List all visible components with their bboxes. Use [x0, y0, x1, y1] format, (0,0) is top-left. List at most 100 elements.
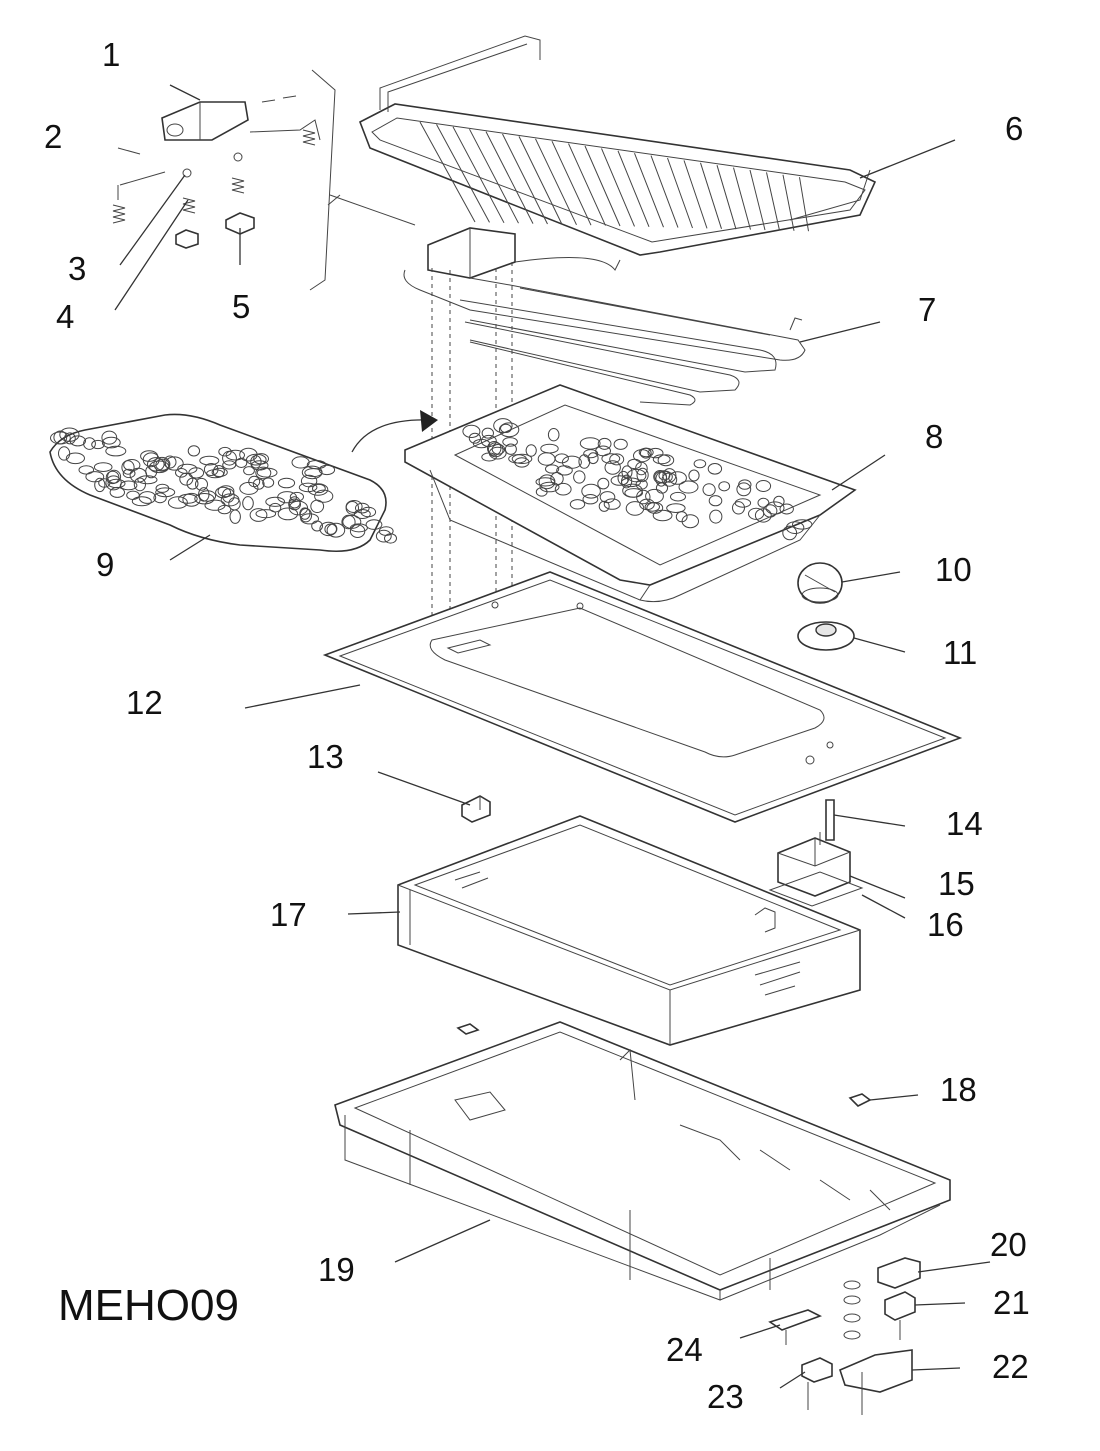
stone [597, 477, 610, 490]
stone [301, 465, 323, 480]
grate-bar [518, 136, 563, 225]
stone [661, 472, 678, 487]
stone [307, 483, 329, 496]
stone [217, 485, 235, 498]
stone [481, 427, 494, 439]
stone [538, 474, 556, 490]
stone [601, 453, 621, 464]
part-14-shaft [825, 799, 835, 841]
stone [582, 494, 599, 505]
stone [621, 474, 633, 489]
stone [498, 422, 520, 438]
label-1: 1 [102, 36, 121, 73]
detail-springs [112, 129, 316, 224]
stone [203, 463, 219, 476]
stone [652, 509, 673, 522]
stone [101, 436, 121, 449]
part-19-bottom-tray [334, 1021, 951, 1301]
stone [222, 450, 237, 466]
stone [554, 482, 572, 496]
stone [211, 467, 228, 478]
stone [188, 467, 205, 479]
stone [360, 506, 377, 518]
stone [153, 456, 171, 472]
stone [779, 503, 794, 515]
stone [525, 444, 537, 457]
stone [468, 432, 481, 444]
stone [105, 470, 120, 485]
stone [554, 453, 569, 464]
grate-bar [667, 157, 693, 229]
stone [666, 503, 686, 514]
part-22-bracket [839, 1349, 913, 1415]
stone [324, 523, 338, 535]
stone [487, 441, 502, 456]
stone [681, 514, 699, 529]
stone [312, 483, 326, 494]
label-6: 6 [1005, 110, 1024, 147]
stone [298, 482, 318, 493]
label-8: 8 [925, 418, 944, 455]
part-10-knob [797, 562, 843, 604]
stone [375, 529, 392, 543]
stone [69, 435, 87, 447]
grate-bar [419, 121, 476, 223]
label-12: 12 [126, 684, 163, 721]
grate-bar [568, 143, 606, 226]
part-21-terminal [884, 1291, 916, 1340]
label-4: 4 [56, 298, 75, 335]
stone [670, 491, 686, 502]
stone [688, 469, 700, 482]
stone [310, 499, 325, 513]
part-20-bracket [877, 1257, 921, 1289]
stone [732, 501, 745, 515]
stone [598, 500, 610, 512]
stone [277, 477, 296, 489]
stone [708, 495, 723, 507]
stone [93, 462, 113, 473]
stone [624, 488, 644, 498]
part-11-knob-base [797, 621, 855, 651]
stone [535, 487, 548, 497]
stone [625, 501, 645, 516]
grate-bar [700, 162, 722, 229]
stone [603, 498, 621, 510]
label-5: 5 [232, 288, 251, 325]
grate-bar [436, 124, 490, 223]
stone [462, 424, 481, 438]
grate-bar [766, 172, 780, 231]
part-24-plate [768, 1309, 823, 1345]
stone [539, 481, 560, 493]
stone [121, 460, 135, 475]
stone [662, 468, 677, 483]
grate-bar [452, 126, 505, 224]
stone [265, 496, 286, 507]
stone [262, 477, 275, 488]
model-code: MEHO09 [58, 1281, 239, 1330]
stone [609, 453, 625, 466]
label-7: 7 [918, 291, 937, 328]
stone [610, 475, 629, 486]
stone [341, 514, 356, 530]
label-15: 15 [938, 865, 975, 902]
stone [243, 466, 255, 476]
stone [345, 500, 363, 513]
leader-lines [114, 84, 991, 1389]
stone [604, 460, 621, 475]
washers-stack [843, 1280, 861, 1340]
stone [792, 519, 813, 530]
stone [311, 520, 324, 532]
label-10: 10 [935, 551, 972, 588]
label-20: 20 [990, 1226, 1027, 1263]
stone [678, 480, 699, 494]
stone [511, 453, 533, 464]
stone [707, 463, 723, 475]
stone [164, 456, 184, 471]
stone [508, 454, 527, 464]
part-4-spring [175, 197, 199, 249]
label-3: 3 [68, 250, 87, 287]
stone [365, 519, 383, 530]
part-17-housing [397, 815, 861, 1046]
stone [481, 452, 497, 462]
